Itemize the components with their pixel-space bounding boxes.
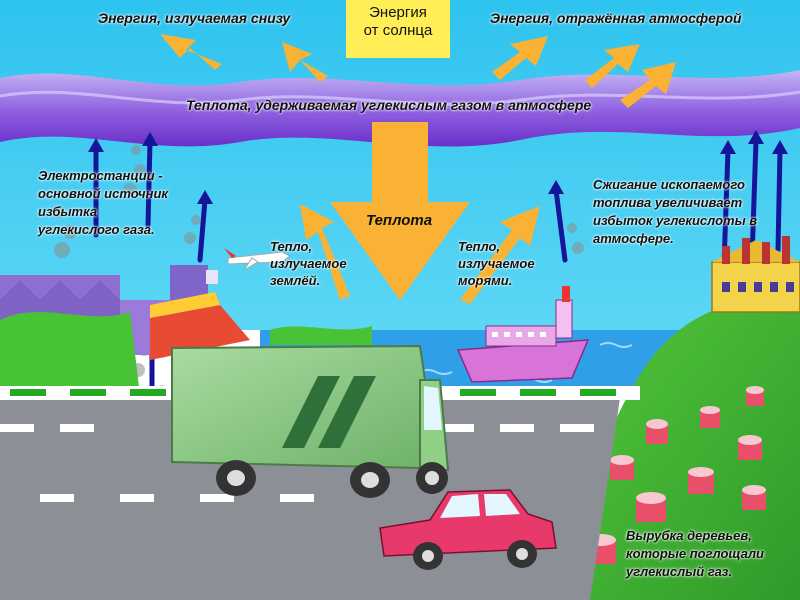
heat-from-earth-label: Тепло, излучаемое землёй. bbox=[270, 238, 347, 289]
fossil-fuel-label: Сжигание ископаемого топлива увеличивает… bbox=[593, 176, 757, 248]
tree-stump-icon bbox=[636, 492, 666, 522]
fossil-fuel-line-3: избыток углекислоты в bbox=[593, 212, 757, 230]
sun-energy-line-2: от солнца bbox=[348, 22, 448, 40]
power-stations-line-3: избытка bbox=[38, 203, 168, 221]
energy-from-below-label: Энергия, излучаемая снизу bbox=[98, 10, 290, 26]
heat-from-seas-line-1: Тепло, bbox=[458, 238, 535, 255]
deforestation-line-3: углекислый газ. bbox=[626, 563, 764, 581]
heat-from-seas-line-3: морями. bbox=[458, 272, 535, 289]
tree-stump-icon bbox=[746, 386, 764, 406]
grass-left bbox=[0, 312, 140, 395]
heat-from-earth-line-1: Тепло, bbox=[270, 238, 347, 255]
fossil-fuel-line-2: топлива увеличивает bbox=[593, 194, 757, 212]
sun-energy-line-1: Энергия bbox=[348, 4, 448, 22]
power-stations-line-2: основной источник bbox=[38, 185, 168, 203]
tree-stump-icon bbox=[738, 435, 762, 460]
fossil-fuel-line-1: Сжигание ископаемого bbox=[593, 176, 757, 194]
heat-from-seas-line-2: излучаемое bbox=[458, 255, 535, 272]
deforestation-label: Вырубка деревьев, которые поглощали угле… bbox=[626, 527, 764, 581]
tree-stump-icon bbox=[610, 455, 634, 480]
tree-stump-icon bbox=[688, 467, 714, 494]
tree-stump-icon bbox=[742, 485, 766, 510]
tree-stump-icon bbox=[700, 406, 720, 428]
power-stations-line-4: углекислого газа. bbox=[38, 221, 168, 239]
sun-energy-label: Энергия от солнца bbox=[348, 4, 448, 40]
deforestation-line-2: которые поглощали bbox=[626, 545, 764, 563]
energy-reflected-label: Энергия, отражённая атмосферой bbox=[490, 10, 742, 26]
heat-from-earth-line-3: землёй. bbox=[270, 272, 347, 289]
power-stations-line-1: Электростанции - bbox=[38, 167, 168, 185]
heat-from-seas-label: Тепло, излучаемое морями. bbox=[458, 238, 535, 289]
deforestation-line-1: Вырубка деревьев, bbox=[626, 527, 764, 545]
fossil-fuel-line-4: атмосфере. bbox=[593, 230, 757, 248]
tree-stump-icon bbox=[646, 419, 668, 444]
co2-arrow bbox=[778, 150, 780, 250]
heat-retained-label: Теплота, удерживаемая углекислым газом в… bbox=[186, 97, 591, 113]
heat-label: Теплота bbox=[366, 212, 432, 229]
power-stations-label: Электростанции - основной источник избыт… bbox=[38, 167, 168, 239]
heat-from-earth-line-2: излучаемое bbox=[270, 255, 347, 272]
